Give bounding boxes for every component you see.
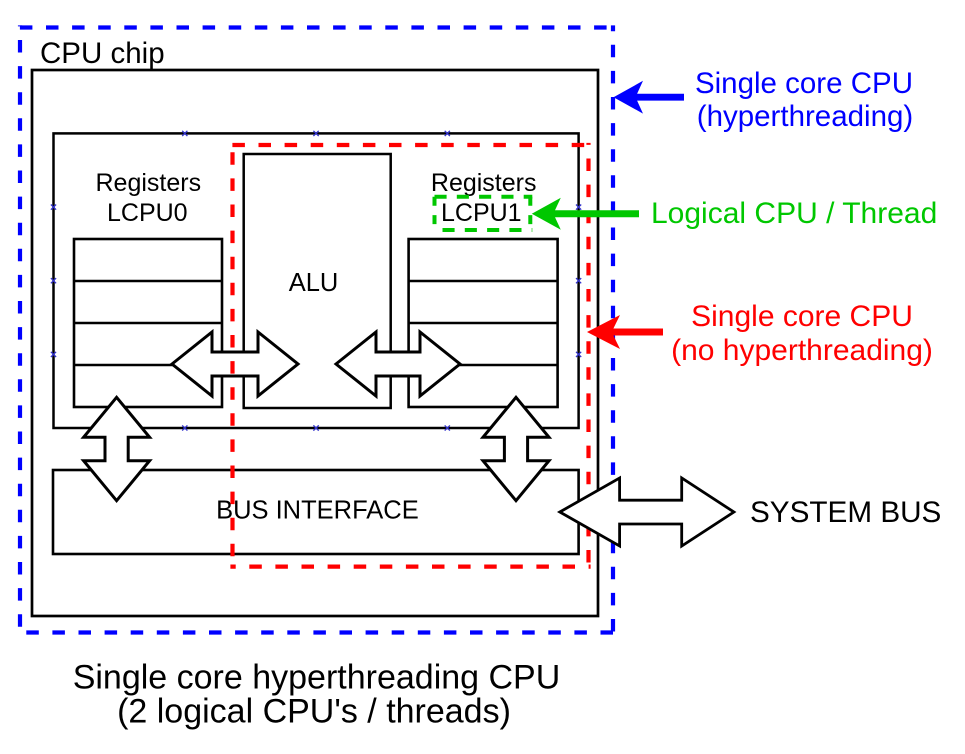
svg-text:CPU chip: CPU chip [40,37,165,70]
svg-text:LCPU1: LCPU1 [441,199,522,227]
svg-text:Single core CPU: Single core CPU [695,67,913,100]
svg-text:Registers: Registers [96,169,202,197]
svg-text:Single core CPU: Single core CPU [691,300,913,333]
svg-text:Registers: Registers [431,169,537,197]
svg-text:(hyperthreading): (hyperthreading) [697,100,913,133]
svg-text:Logical CPU / Thread: Logical CPU / Thread [651,197,937,230]
svg-text:ALU: ALU [289,269,339,297]
svg-text:Single core hyperthreading CPU: Single core hyperthreading CPU [73,659,561,697]
svg-text:LCPU0: LCPU0 [107,199,188,227]
svg-text:(2 logical CPU's / threads): (2 logical CPU's / threads) [117,693,511,731]
svg-text:BUS INTERFACE: BUS INTERFACE [216,497,419,525]
svg-text:SYSTEM BUS: SYSTEM BUS [750,496,941,529]
svg-text:(no hyperthreading): (no hyperthreading) [671,334,933,367]
